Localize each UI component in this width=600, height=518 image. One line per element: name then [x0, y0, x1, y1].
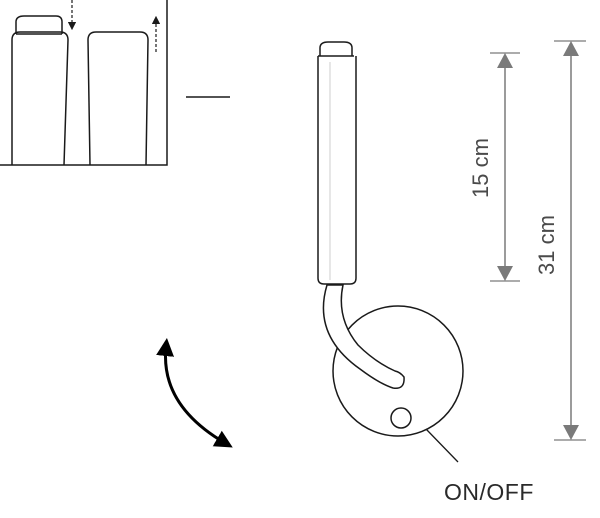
switch-label: ON/OFF	[444, 479, 534, 505]
flexible-arm	[322, 284, 405, 390]
detail-inset	[0, 0, 168, 166]
total-height-label: 31 cm	[534, 215, 559, 275]
inset-tube-open	[87, 31, 149, 166]
rotation-arrow	[156, 338, 233, 448]
inset-tube-with-cap	[11, 15, 69, 166]
wall-lamp	[317, 41, 464, 463]
wall-plate	[332, 305, 464, 437]
switch-button	[390, 407, 412, 429]
tube-length-label: 15 cm	[468, 138, 493, 198]
switch-leader-line	[425, 428, 459, 463]
dimension-15cm	[490, 52, 520, 282]
lamp-tube	[317, 56, 357, 285]
inset-frame	[0, 0, 168, 166]
lamp-cap	[319, 41, 353, 56]
dimension-31cm	[554, 40, 586, 441]
